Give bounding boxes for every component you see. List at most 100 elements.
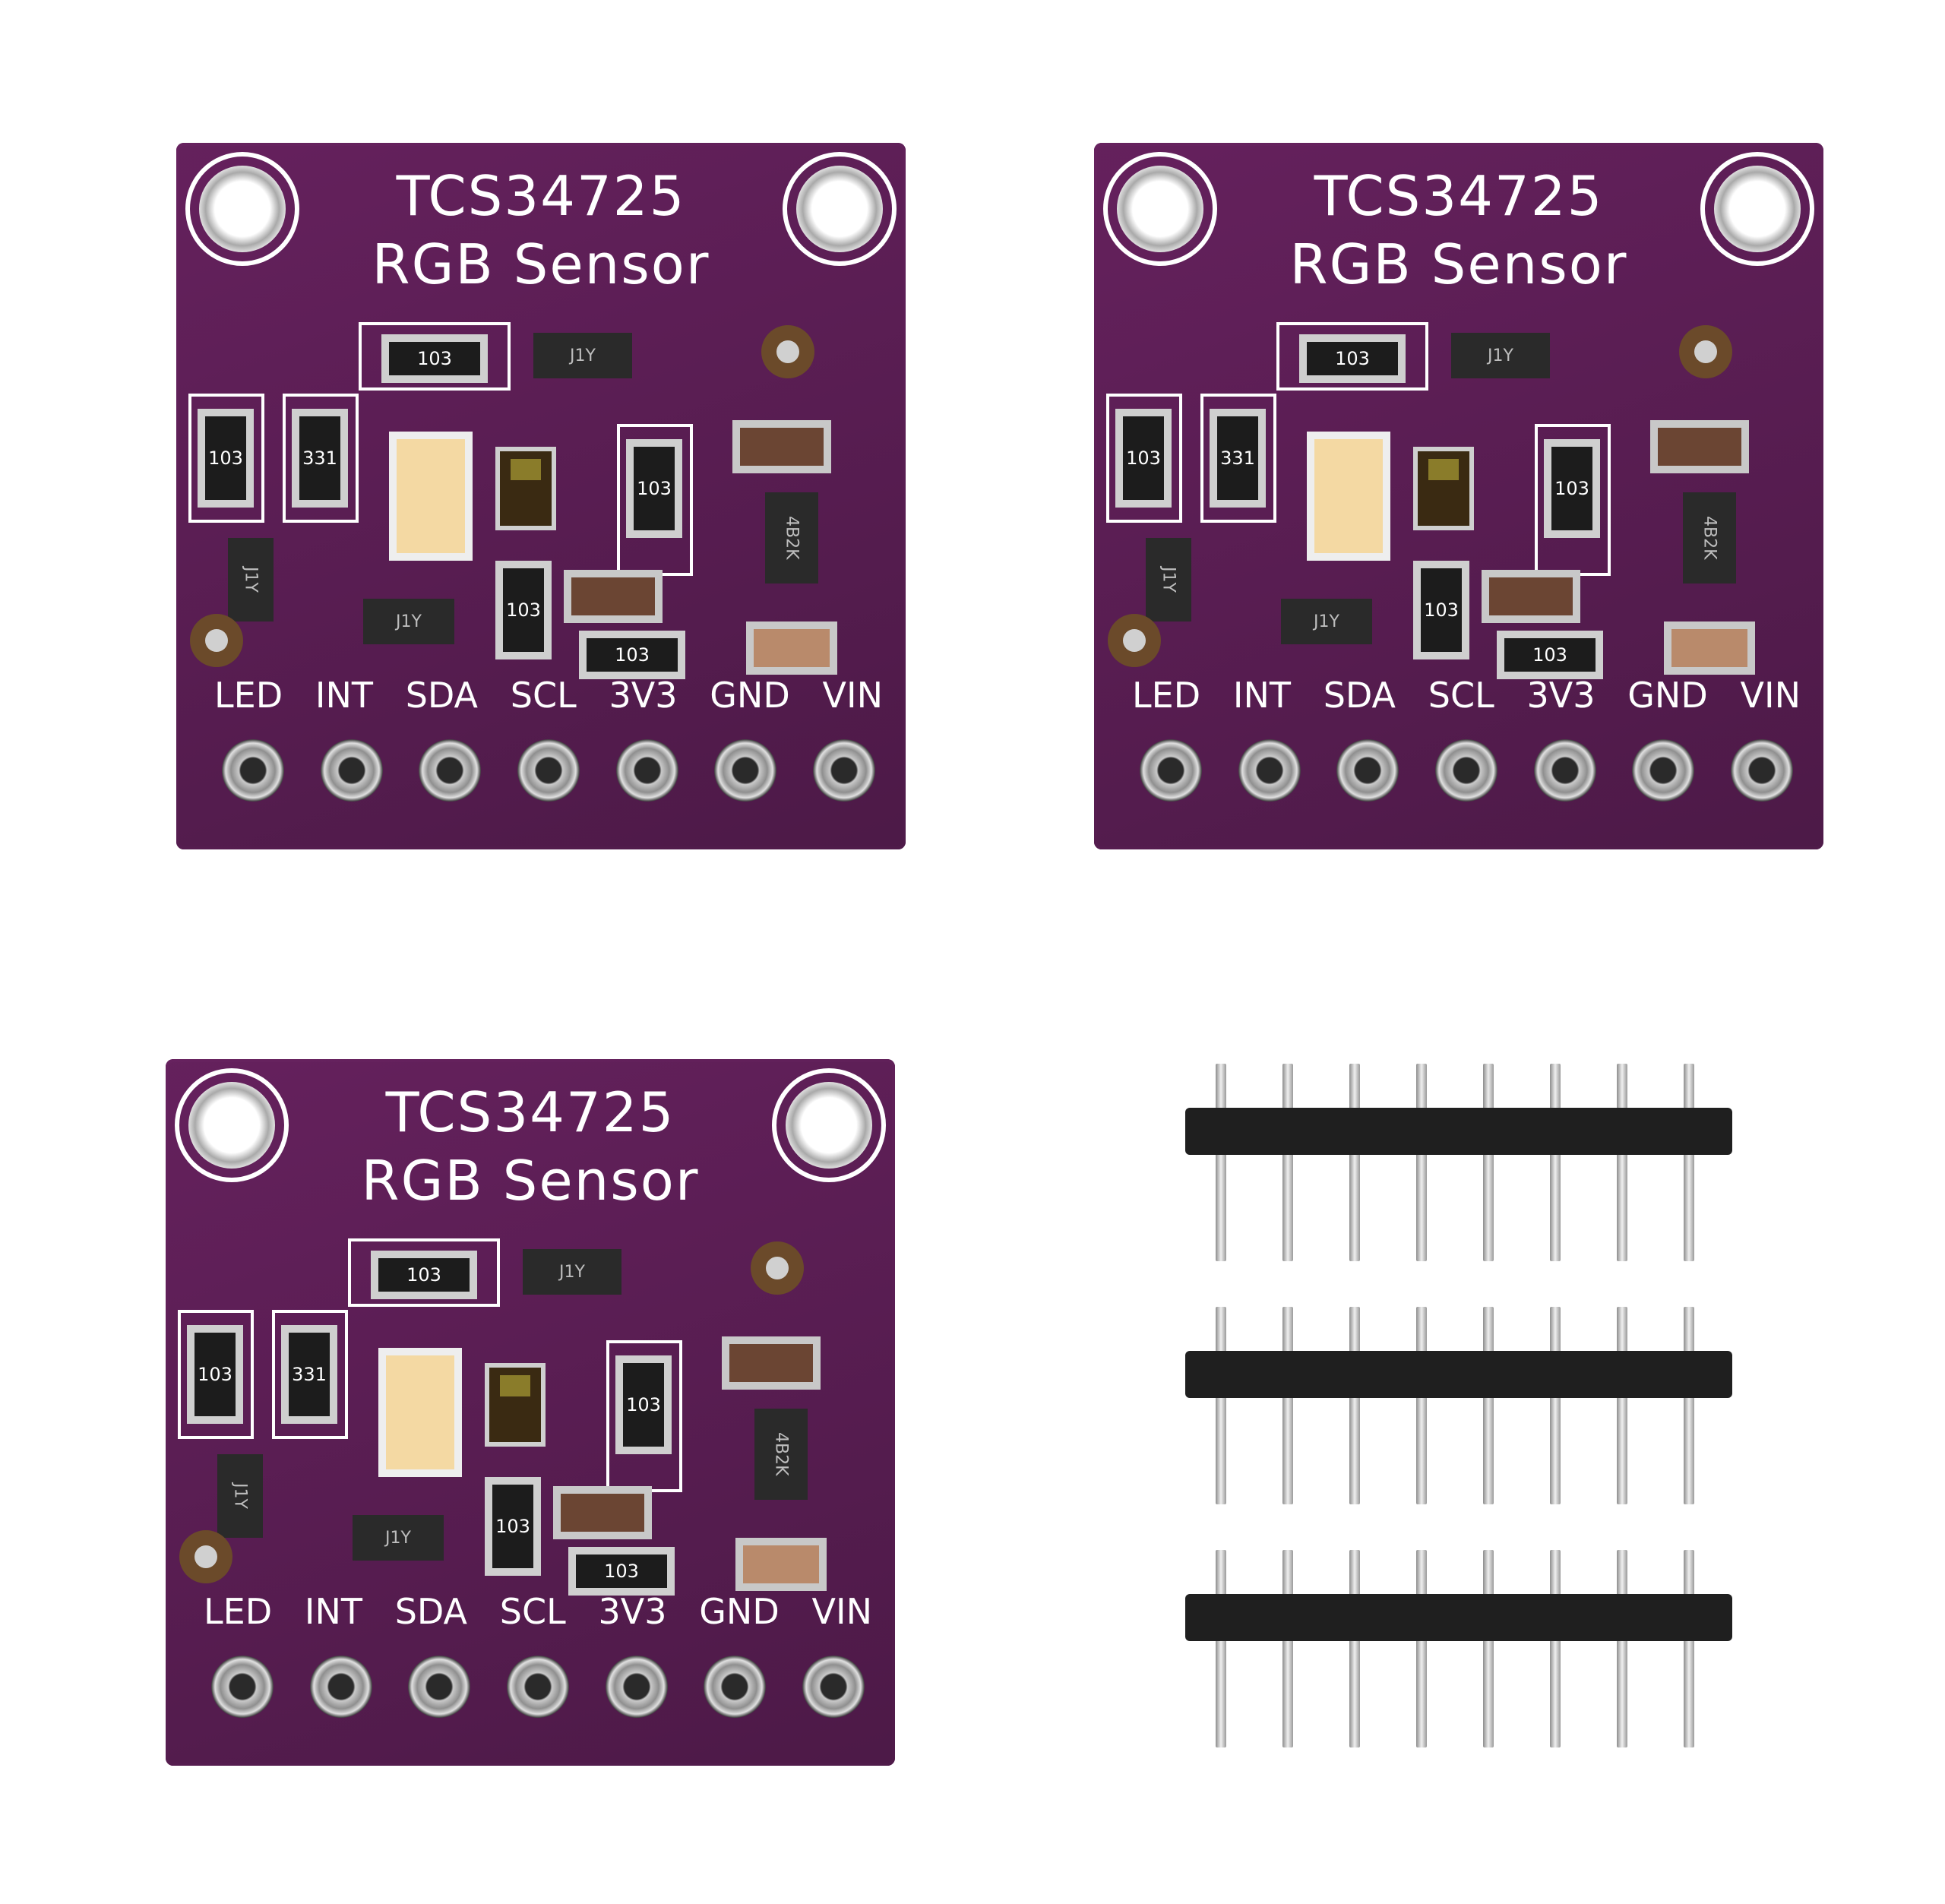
white-led	[389, 432, 473, 561]
header-plastic	[1185, 1594, 1732, 1641]
pin-pad	[408, 1656, 471, 1718]
pin-pad	[615, 739, 678, 802]
transistor: J1Y	[523, 1249, 621, 1295]
header-pin	[1416, 1307, 1427, 1504]
color-sensor-chip	[495, 447, 556, 530]
header-pin	[1684, 1064, 1694, 1261]
header-pin	[1684, 1307, 1694, 1504]
header-pin	[1349, 1064, 1360, 1261]
white-led	[1307, 432, 1390, 561]
header-pin	[1617, 1307, 1627, 1504]
resistor: 103	[1421, 568, 1462, 652]
header-pin	[1550, 1550, 1561, 1747]
color-sensor-chip	[485, 1363, 546, 1447]
capacitor	[1658, 428, 1741, 466]
resistor: 103	[587, 638, 678, 672]
resistor: 103	[1551, 447, 1592, 530]
pin-label-int: INT	[1232, 675, 1291, 716]
pin-pad	[704, 1656, 767, 1718]
pin-labels: LED INT SDA SCL 3V3 GND VIN	[204, 1591, 872, 1632]
pin-pad	[517, 739, 580, 802]
transistor: J1Y	[217, 1454, 263, 1538]
test-pad	[751, 1241, 804, 1295]
header-pin	[1684, 1550, 1694, 1747]
header-pin	[1483, 1550, 1494, 1747]
pin-label-sda: SDA	[405, 675, 479, 716]
pin-label-scl: SCL	[499, 1591, 566, 1632]
transistor: J1Y	[1146, 538, 1191, 621]
board-subtitle: RGB Sensor	[372, 232, 710, 296]
resistor: 103	[503, 568, 544, 652]
board-subtitle: RGB Sensor	[1289, 232, 1628, 296]
pin-pad	[605, 1656, 668, 1718]
capacitor	[1489, 577, 1573, 615]
regulator-chip: 4B2K	[754, 1409, 808, 1500]
pin-pad	[1730, 739, 1793, 802]
header-pin	[1550, 1307, 1561, 1504]
resistor: 103	[492, 1485, 533, 1568]
transistor: J1Y	[533, 333, 632, 378]
capacitor	[561, 1494, 644, 1532]
resistor: 331	[289, 1333, 330, 1416]
header-pin	[1282, 1307, 1293, 1504]
resistor: 331	[1217, 416, 1258, 500]
header-pin	[1550, 1064, 1561, 1261]
pin-label-3v3: 3V3	[609, 675, 678, 716]
resistor: 103	[576, 1555, 667, 1588]
test-pad	[190, 614, 243, 667]
pin-label-vin: VIN	[1740, 675, 1801, 716]
pin-labels: LED INT SDA SCL 3V3 GND VIN	[214, 675, 883, 716]
pin-label-sda: SDA	[394, 1591, 468, 1632]
pin-header-strip-1	[1185, 1064, 1732, 1269]
header-plastic	[1185, 1108, 1732, 1155]
silk-outline	[617, 424, 693, 576]
pin-pad	[1140, 739, 1202, 802]
header-pin	[1483, 1064, 1494, 1261]
pin-pads	[222, 739, 875, 802]
mounting-hole-right	[1700, 152, 1814, 266]
pin-pad	[506, 1656, 569, 1718]
pin-header-strip-2	[1185, 1307, 1732, 1512]
pin-label-int: INT	[304, 1591, 362, 1632]
pin-label-scl: SCL	[510, 675, 577, 716]
pin-label-gnd: GND	[1627, 675, 1708, 716]
test-pad	[761, 325, 814, 378]
header-pin	[1416, 1550, 1427, 1747]
regulator-chip: 4B2K	[1683, 492, 1736, 584]
pin-pad	[320, 739, 383, 802]
silk-outline	[1276, 322, 1428, 391]
pin-pad	[1434, 739, 1497, 802]
board-subtitle: RGB Sensor	[361, 1149, 700, 1213]
resistor: 103	[1123, 416, 1164, 500]
mounting-hole-left	[1103, 152, 1217, 266]
pin-pad	[1533, 739, 1596, 802]
capacitor	[743, 1545, 819, 1583]
pin-pad	[1632, 739, 1695, 802]
transistor: J1Y	[1451, 333, 1550, 378]
test-pad	[1679, 325, 1732, 378]
resistor: 331	[299, 416, 340, 500]
sensor-board-2: TCS34725 RGB Sensor 103 J1Y 103 331 103 …	[1094, 143, 1823, 849]
board-title: TCS34725	[396, 164, 686, 228]
board-title: TCS34725	[385, 1080, 675, 1144]
pin-pad	[222, 739, 284, 802]
pin-pads	[211, 1656, 865, 1718]
pin-label-led: LED	[204, 1591, 273, 1632]
board-title: TCS34725	[1314, 164, 1604, 228]
pin-label-scl: SCL	[1428, 675, 1494, 716]
transistor: J1Y	[228, 538, 274, 621]
pin-pad	[812, 739, 875, 802]
silk-outline	[178, 1310, 254, 1439]
header-pin	[1617, 1064, 1627, 1261]
regulator-chip: 4B2K	[765, 492, 818, 584]
pin-pad	[419, 739, 482, 802]
test-pad	[179, 1530, 232, 1583]
resistor: 103	[1504, 638, 1596, 672]
capacitor	[571, 577, 655, 615]
silk-outline	[1535, 424, 1611, 576]
silk-outline	[359, 322, 511, 391]
pin-label-led: LED	[214, 675, 283, 716]
header-pin	[1282, 1550, 1293, 1747]
mounting-hole-right	[772, 1068, 886, 1182]
pin-label-gnd: GND	[710, 675, 790, 716]
